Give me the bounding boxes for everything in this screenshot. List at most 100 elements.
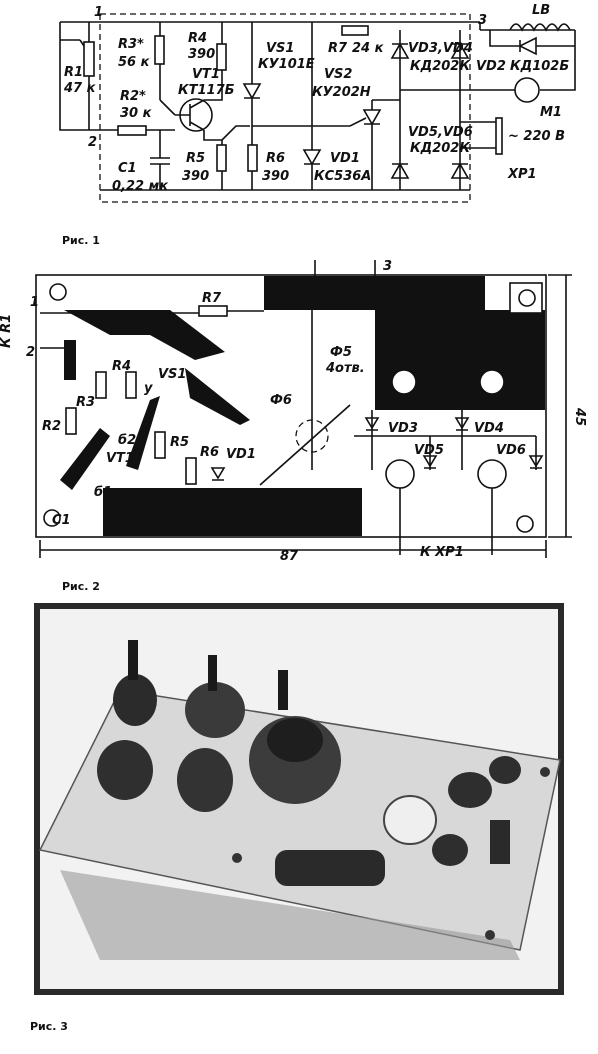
r7-ref: R7: [328, 41, 348, 56]
r5-leads: [203, 130, 223, 190]
vt1-leads: [159, 99, 205, 131]
r4-resistor: [216, 43, 227, 71]
vd1-value: КС536А: [314, 169, 371, 184]
pcb-vd6-label: VD6: [496, 443, 526, 458]
lb-ref: LB: [532, 3, 550, 18]
pcb-vd3-label: VD3: [388, 421, 418, 436]
mount-hole-tr: [518, 289, 536, 307]
photo-component-6: [383, 795, 437, 845]
board-photograph: [34, 603, 564, 995]
photo-lead-3: [278, 670, 288, 710]
pcb-b1-pad: [126, 396, 160, 470]
pcb-r2: [65, 407, 77, 435]
pcb-traces: [40, 310, 537, 555]
schematic-figure: R1 47 к 1 2 3 R3* 56 к R2* 30 к VT1 КТ11…: [59, 3, 576, 203]
vs2-gate-wire: [252, 117, 367, 127]
vs2-ref: VS2: [324, 67, 352, 82]
vd3vd4-value: КД202К: [410, 59, 471, 74]
vd4-diode: [450, 42, 470, 59]
pcb-phi5-label: Ф5: [330, 345, 352, 360]
pcb-vd4-label: VD4: [474, 421, 504, 436]
board-outline-dashed: [99, 13, 471, 203]
pcb-pin-2: 2: [26, 345, 35, 360]
pcb-xp1-label: К XP1: [420, 545, 464, 560]
vs1-thyristor: [242, 22, 262, 145]
vd2-ref: VD2: [476, 59, 506, 74]
photo-component-9: [432, 834, 468, 866]
pcb-vd4: [454, 417, 470, 431]
photo-board-shadow: [60, 870, 520, 960]
photo-hole-2: [485, 930, 495, 940]
vd1-zener: [302, 22, 322, 190]
r1-wire: [59, 22, 140, 131]
pcb-r6: [185, 457, 197, 485]
pcb-vd5-label: VD5: [414, 443, 444, 458]
pcb-holes-count-label: 4отв.: [325, 361, 365, 376]
vd5-diode: [390, 162, 410, 179]
vs1-ref: VS1: [266, 41, 294, 56]
r5-value: 390: [182, 169, 209, 184]
xp1-plug: [495, 117, 503, 155]
r6-resistor: [247, 144, 258, 172]
pcb-vd3: [364, 417, 380, 431]
r5-ref: R5: [186, 151, 205, 166]
pcb-r5-label: R5: [170, 435, 189, 450]
vd2-diode: [489, 30, 575, 56]
pcb-gate-trace: [259, 404, 351, 486]
lb-winding: [509, 23, 571, 32]
pcb-r7-label: R7: [202, 291, 222, 306]
r4-value: 390: [188, 47, 215, 62]
photo-hole-3: [540, 767, 550, 777]
vd5vd6-value: КД202К: [410, 141, 471, 156]
r7-value: 24 к: [352, 41, 385, 56]
pcb-vt1-label: VT1: [106, 451, 134, 466]
photo-capacitor: [275, 850, 385, 886]
r5-resistor: [216, 144, 227, 172]
pcb-width-label: 87: [280, 549, 299, 564]
dim-height-line: [548, 274, 572, 538]
vd5vd6-ref: VD5,VD6: [408, 125, 473, 140]
vs2-value: КУ202Н: [312, 85, 371, 100]
pcb-phi6-label: Ф6: [270, 393, 292, 408]
top-rail-wire: [60, 21, 575, 31]
node-1-label: 1: [94, 5, 103, 20]
r6-ref: R6: [266, 151, 285, 166]
hole-phi5-1: [391, 369, 417, 395]
xp1-wires: [460, 121, 500, 149]
node-3-label: 3: [478, 13, 487, 28]
vt1-ref: VT1: [192, 67, 220, 82]
pcb-vd1-label: VD1: [226, 447, 256, 462]
photo-component-4: [185, 682, 245, 738]
pcb-diagonal-pad: [64, 310, 225, 360]
pcb-right-pad: [375, 310, 545, 410]
figure2-caption: Рис. 2: [62, 580, 100, 593]
pcb-height-label: 45: [572, 407, 587, 426]
pcb-r3-label: R3: [76, 395, 95, 410]
r2-resistor: [117, 125, 147, 136]
photo-component-7: [448, 772, 492, 808]
pcb-r3: [125, 371, 137, 399]
pcb-left-pad: [64, 340, 76, 380]
vd3-diode: [390, 42, 410, 59]
photo-component-5-cap: [267, 718, 323, 762]
pcb-pin-1: 1: [30, 295, 39, 310]
vs2-thyristor: [362, 100, 382, 190]
m1-ref: M1: [540, 105, 562, 120]
mount-hole-tl: [49, 283, 67, 301]
r1-value: 47 к: [63, 81, 97, 96]
pcb-b2-label: б2: [118, 433, 136, 448]
photo-lead-1: [128, 640, 138, 680]
photo-hole-1: [232, 853, 242, 863]
figure1-caption: Рис. 1: [62, 234, 100, 247]
pcb-vd6-diode: [528, 455, 544, 469]
pcb-y-label: у: [144, 381, 153, 396]
r2-value: 30 к: [120, 106, 153, 121]
r1-resistor: [83, 41, 95, 77]
figure3-caption: Рис. 3: [30, 1020, 68, 1033]
r3-value: 56 к: [118, 55, 151, 70]
c1-ref: C1: [118, 161, 137, 176]
c1-capacitor: [150, 130, 170, 190]
pcb-r4-label: R4: [112, 359, 131, 374]
photo-component-10: [490, 820, 510, 864]
